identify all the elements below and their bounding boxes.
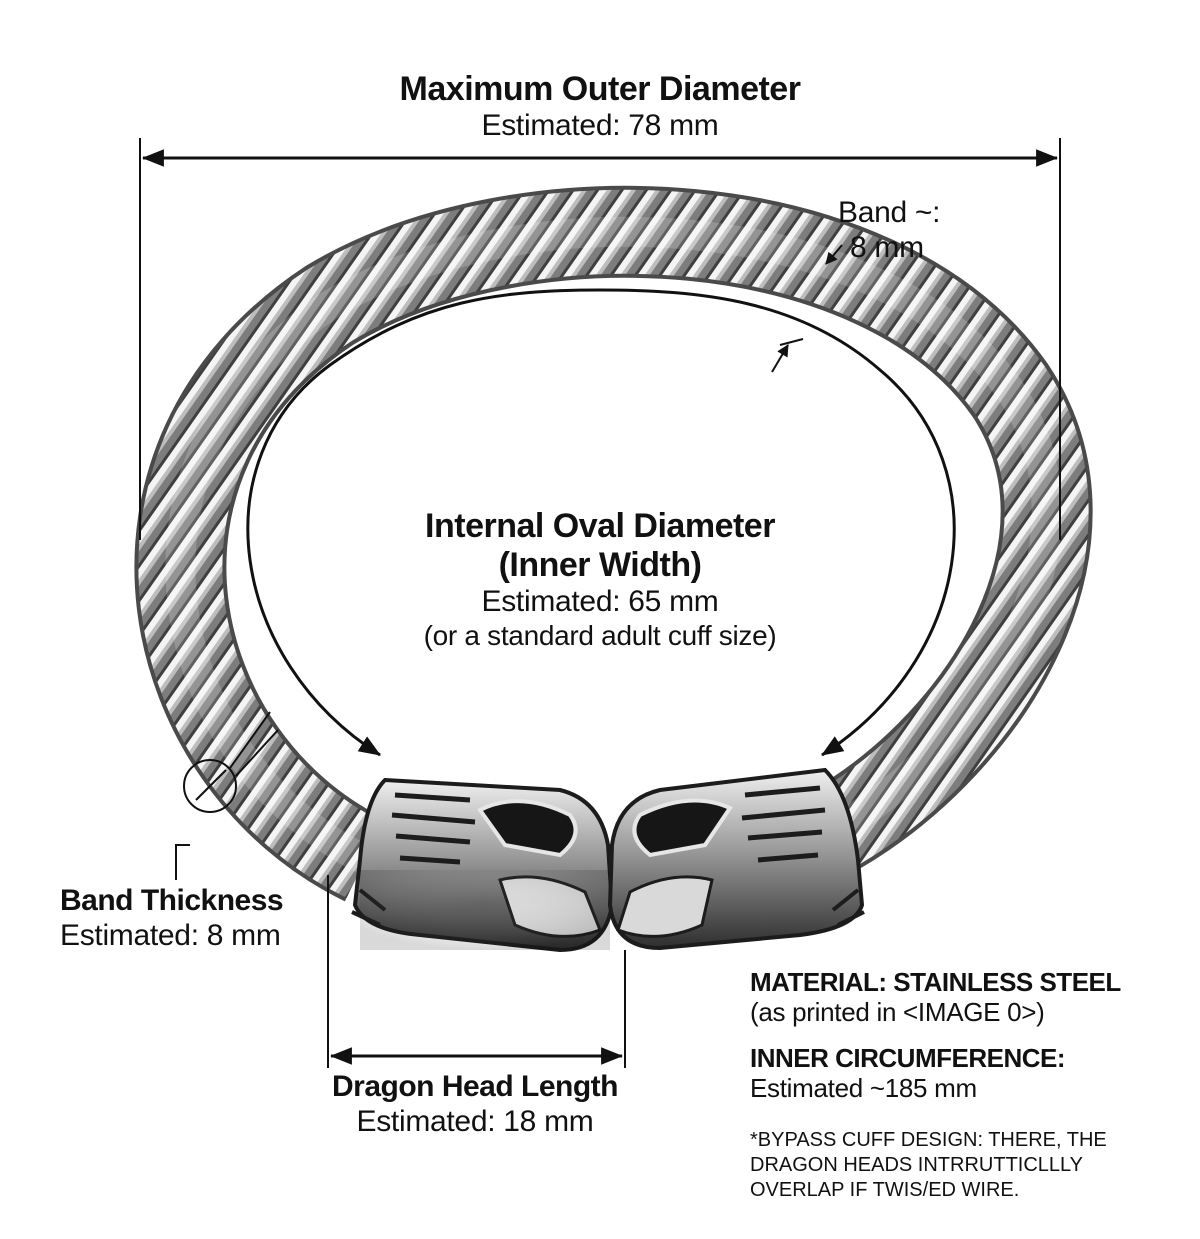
inner-diameter-label: Internal Oval Diameter (Inner Width) Est… <box>310 507 890 652</box>
dragon-head-value: Estimated: 18 mm <box>356 1104 594 1138</box>
outer-diameter-title: Maximum Outer Diameter <box>399 70 801 108</box>
band-value: 8 mm <box>850 230 924 264</box>
band-thickness-label: Band Thickness Estimated: 8 mm <box>60 884 284 953</box>
material-note: (as printed in <IMAGE 0>) <box>750 996 1045 1027</box>
material-title: MATERIAL: STAINLESS STEEL <box>750 967 1121 997</box>
band-label-text: Band ~: <box>838 196 941 229</box>
outer-diameter-dimension <box>139 138 1061 540</box>
inner-diameter-value: Estimated: 65 mm <box>481 585 719 619</box>
inner-diameter-arcs <box>246 288 956 757</box>
footnote: *BYPASS CUFF DESIGN: THERE, THE DRAGON H… <box>750 1128 1107 1203</box>
inner-diameter-title-line2: (Inner Width) <box>498 546 702 585</box>
magnifier-circle-icon <box>183 759 237 813</box>
outer-diameter-value: Estimated: 78 mm <box>481 109 719 143</box>
circumference-title: INNER CIRCUMFERENCE: <box>750 1043 1066 1073</box>
twisted-cable-band-icon <box>134 185 1093 902</box>
band-label: Band ~: 8 mm <box>838 196 940 265</box>
footnote-line1: *BYPASS CUFF DESIGN: THERE, THE <box>750 1129 1107 1151</box>
footnote-line3: OVERLAP IF TWIS/ED WIRE. <box>750 1179 1020 1201</box>
band-width-indicator <box>771 244 843 373</box>
circumference-value: Estimated ~185 mm <box>750 1072 977 1103</box>
dragon-head-right-icon <box>607 767 865 951</box>
dragon-head-title: Dragon Head Length <box>331 1070 619 1103</box>
dragon-head-length-dimension <box>327 875 626 1068</box>
outer-diameter-label: Maximum Outer Diameter Estimated: 78 mm <box>300 70 900 144</box>
band-thickness-title: Band Thickness <box>60 884 284 917</box>
band-thickness-value: Estimated: 8 mm <box>60 918 281 952</box>
footnote-line2: DRAGON HEADS INTRRUTTICLLLY <box>750 1154 1084 1176</box>
material-label: MATERIAL: STAINLESS STEEL (as printed in… <box>750 967 1121 1028</box>
inner-diameter-title-line1: Internal Oval Diameter <box>425 507 775 545</box>
dragon-head-label: Dragon Head Length Estimated: 18 mm <box>300 1070 650 1139</box>
dragon-head-left-icon <box>351 777 615 953</box>
band-thickness-callout <box>175 711 279 880</box>
inner-diameter-note: (or a standard adult cuff size) <box>423 619 777 651</box>
circumference-label: INNER CIRCUMFERENCE: Estimated ~185 mm <box>750 1043 1066 1104</box>
